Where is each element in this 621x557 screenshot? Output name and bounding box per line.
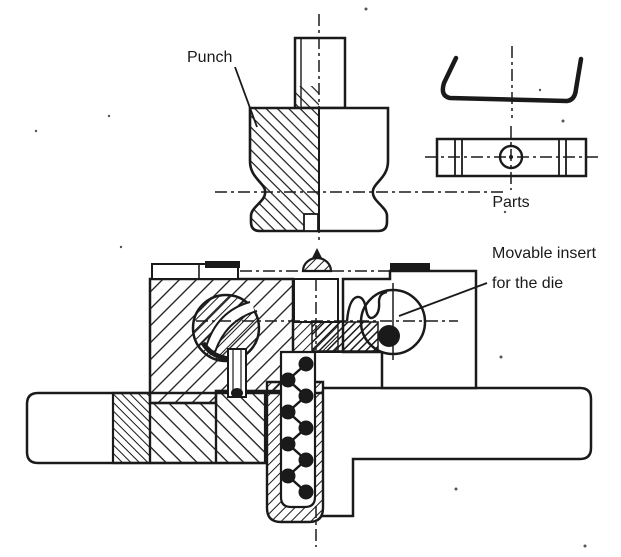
insert-pin: [227, 348, 247, 398]
parts-label: Parts: [492, 194, 529, 211]
scan-specks: [34, 7, 587, 548]
left-movable-insert: [191, 293, 261, 363]
vertical-spring: [280, 356, 314, 500]
locating-dome: [301, 248, 333, 273]
bent-part-front-view: [440, 55, 584, 104]
die-top-plate-bar: [205, 261, 240, 268]
annotations: Punch Parts Movable insert for the die: [187, 49, 597, 317]
right-block-bar: [390, 263, 430, 271]
right-base-plate: [321, 386, 593, 518]
movable-insert-label-line2: for the die: [492, 275, 563, 292]
centerlines: [196, 14, 599, 547]
punch-tip-slot: [303, 213, 319, 232]
spring-ball: [378, 325, 400, 347]
horizontal-spring: [311, 321, 379, 352]
bolster-blocks: [111, 389, 267, 465]
punch-leader-line: [234, 66, 258, 128]
movable-insert-label-line1: Movable insert: [492, 245, 597, 262]
punch-label: Punch: [187, 49, 232, 66]
formed-strip-wave: [345, 290, 388, 322]
insert-leader-line: [398, 282, 488, 317]
